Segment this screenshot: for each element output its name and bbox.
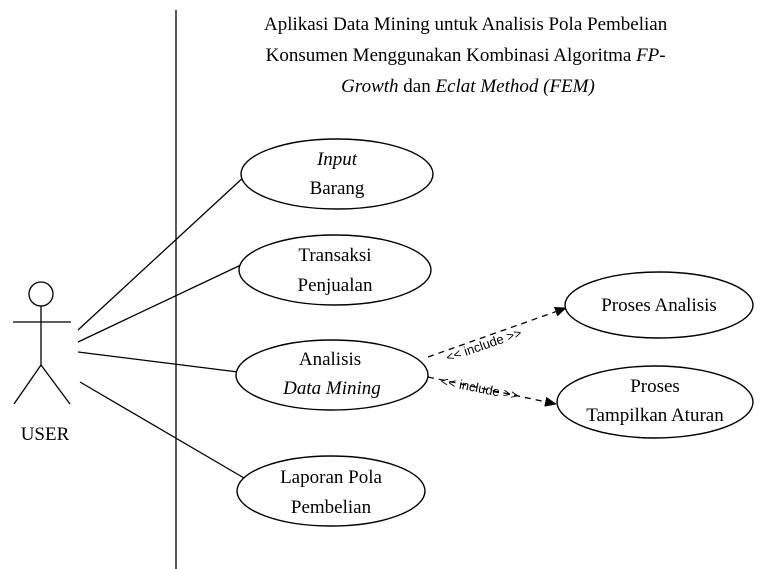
system-title-line-2b: FP-	[635, 45, 666, 66]
actor-left-leg	[13, 364, 42, 405]
use-case-transaksi-penjualan-line-2: Penjualan	[298, 275, 373, 296]
use-case-proses-tampilkan-aturan[interactable]: Proses Tampilkan Aturan	[556, 365, 754, 439]
use-case-laporan-pola-pembelian-line-1: Laporan Pola	[280, 467, 382, 488]
association-transaksi-penjualan	[77, 263, 244, 343]
use-case-laporan-pola-pembelian[interactable]: Laporan Pola Pembelian	[236, 455, 426, 527]
use-case-analisis-data-mining-line-1: Analisis	[299, 349, 361, 370]
include-label-1: << include >>	[444, 325, 523, 365]
use-case-proses-analisis[interactable]: Proses Analisis	[564, 271, 754, 339]
use-case-laporan-pola-pembelian-line-2: Pembelian	[291, 497, 372, 518]
actor-head	[28, 281, 54, 307]
use-case-input-barang-line-2: Barang	[310, 178, 365, 199]
use-case-input-barang-line-1: Input	[316, 149, 358, 170]
use-case-proses-tampilkan-aturan-line-1: Proses	[630, 376, 680, 397]
use-case-input-barang[interactable]: Input Barang	[240, 138, 434, 210]
system-title: Aplikasi Data Mining untuk Analisis Pola…	[264, 14, 672, 97]
use-case-analisis-data-mining[interactable]: Analisis Data Mining	[235, 339, 429, 411]
include-edge-proses-analisis	[427, 306, 567, 358]
use-case-transaksi-penjualan[interactable]: Transaksi Penjualan	[238, 234, 432, 306]
actor-right-leg	[40, 364, 71, 405]
association-analisis-data-mining	[77, 351, 239, 373]
use-case-analisis-data-mining-line-2: Data Mining	[282, 378, 381, 399]
actor-label: USER	[21, 424, 70, 445]
use-case-proses-tampilkan-aturan-line-2: Tampilkan Aturan	[586, 405, 724, 426]
system-title-line-3b: dan	[399, 76, 436, 97]
association-laporan-pola-pembelian	[79, 381, 245, 479]
system-title-line-3c: Eclat Method (FEM)	[434, 76, 594, 97]
association-input-barang	[77, 174, 247, 331]
include-label-2: << include >>	[439, 373, 519, 403]
system-title-line-2a: Konsumen Menggunakan Kombinasi Algoritma	[266, 45, 636, 66]
system-title-line-1: Aplikasi Data Mining untuk Analisis Pola…	[264, 14, 668, 35]
system-title-line-3a: Growth	[341, 76, 398, 97]
actor-user: USER	[13, 281, 71, 445]
use-case-proses-analisis-label: Proses Analisis	[601, 295, 717, 316]
use-case-transaksi-penjualan-line-1: Transaksi	[298, 245, 371, 266]
